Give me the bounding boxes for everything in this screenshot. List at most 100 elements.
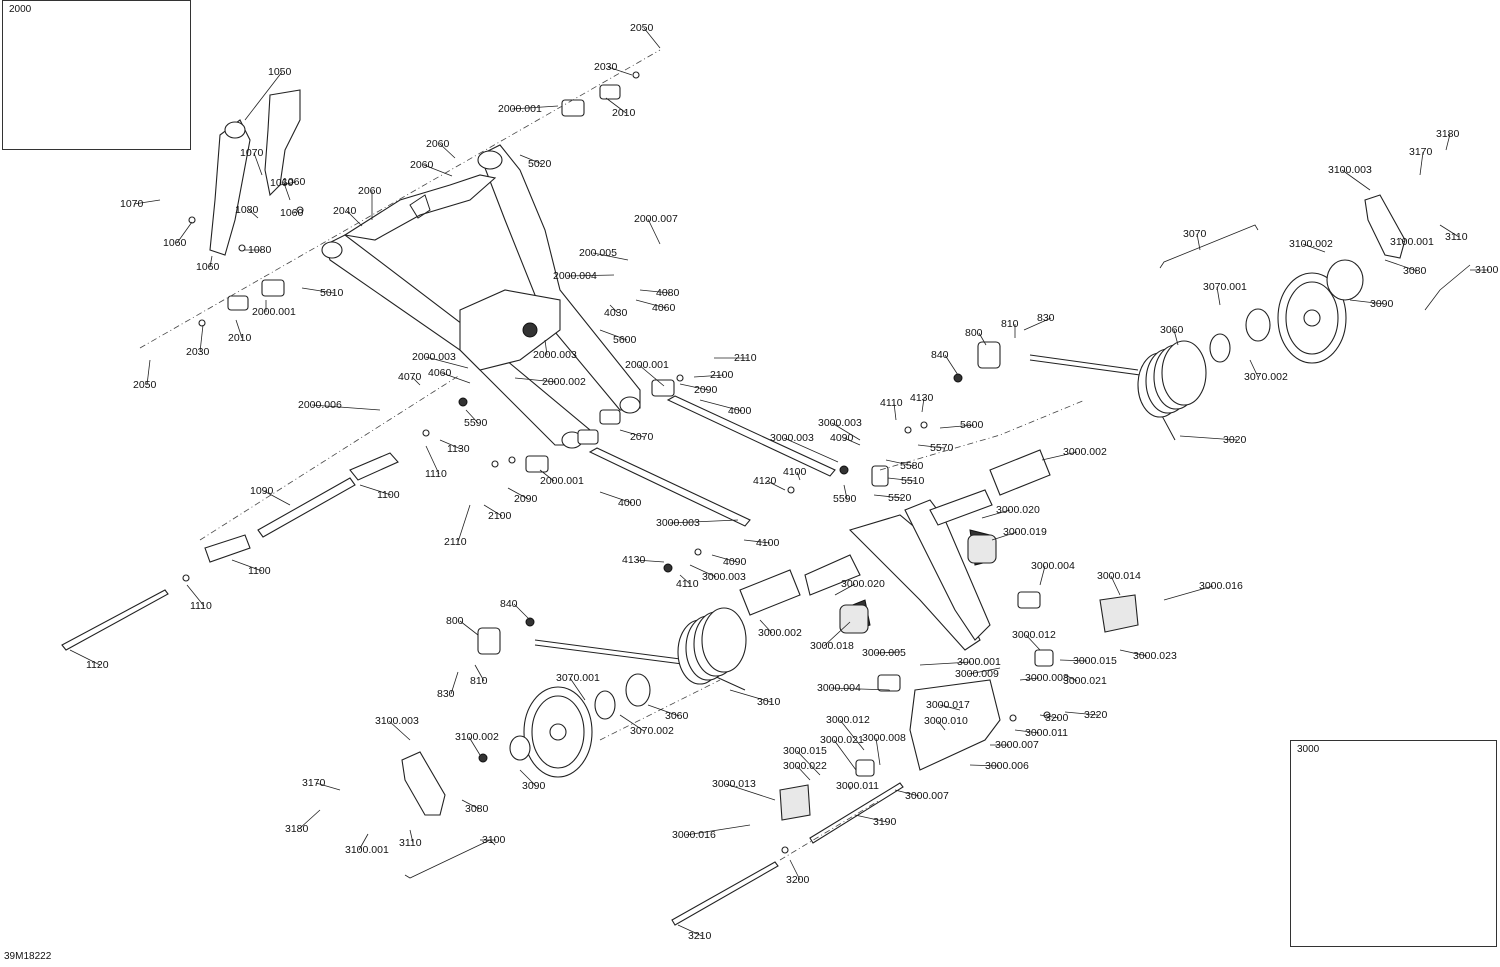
callout-text: 3000.003 [702,571,746,583]
callout-leader [937,720,946,731]
callout-leader [1059,659,1088,662]
callout-2090: 2090 [507,487,538,505]
callout-2000-007: 2000.007 [634,213,678,245]
callout-3190: 3190 [854,814,897,828]
callout-text: 3190 [873,816,897,828]
callout-leader [544,339,548,356]
callout-4060: 4060 [428,367,471,384]
callout-2110: 2110 [714,352,757,364]
callout-leader [263,490,291,506]
inset-label-3000: 3000 [1297,744,1320,755]
callout-leader [1019,677,1040,681]
callout-leader [711,554,738,563]
callout-leader [843,484,848,500]
callout-leader [796,765,811,781]
callout-3100-001: 3100.001 [345,833,389,856]
callout-leader [1179,435,1238,441]
callout-text: 3220 [1084,709,1108,721]
callout-leader [831,422,861,441]
callout-text: 3000.004 [1031,560,1075,572]
callout-text: 3000.008 [1025,672,1069,684]
callout-1090: 1090 [250,485,291,506]
callout-5600: 5600 [599,329,637,346]
callout-3100: 3100 [1470,264,1499,276]
callout-leader [1196,233,1201,251]
callout-leader [635,299,667,309]
callout-text: 1080 [248,244,272,256]
callout-810: 810 [1001,318,1019,338]
callout-text: 2000.001 [252,306,296,318]
callout-text: 5020 [528,158,552,170]
callout-text: 3000.009 [955,668,999,680]
callout-3000-015: 3000.015 [783,745,827,776]
callout-1110: 1110 [186,584,212,612]
callout-text: 3000.003 [656,517,700,529]
callout-leader [301,287,335,294]
inset-frame-2000: 2000 [2,0,191,150]
callout-text: 3000.005 [862,647,906,659]
callout-leader [592,252,629,261]
callout-leader [1173,329,1179,346]
callout-text: 4090 [830,432,854,444]
callout-leader [839,719,865,751]
callout-leader [411,376,421,386]
callout-text: 2110 [734,352,757,364]
callout-leader [69,649,101,666]
callout-leader [146,359,151,386]
callout-text: 3000.015 [783,745,827,757]
callout-leader [939,704,961,711]
callout-text: 1050 [268,66,292,78]
callout-leader [607,66,633,76]
callout-2030: 2030 [186,324,210,358]
callout-text: 2100 [710,369,734,381]
callout-leader [1119,649,1148,657]
callout-4090: 4090 [711,554,747,568]
callout-leader [539,469,555,482]
callout-2070: 2070 [619,429,654,443]
callout-leader [1302,243,1326,253]
callout-3000-020: 3000.020 [834,578,885,596]
callout-leader [358,833,369,851]
callout-text: 3000.010 [924,715,968,727]
callout-text: 5590 [464,417,488,429]
callout-leader [944,354,959,376]
callout-1070: 1070 [120,198,161,210]
callout-3070-001: 3070.001 [556,672,600,701]
rods-4000 [588,395,836,527]
callout-leader [209,255,213,268]
callout-4100: 4100 [743,537,780,549]
callout-text: 1060 [282,176,306,188]
callout-leader [643,27,661,49]
callout-leader [635,559,665,563]
callout-3000-007: 3000.007 [894,789,949,802]
callout-text: 3210 [688,930,712,942]
callout-leader [919,661,972,666]
callout-2100: 2100 [483,504,512,522]
callout-text: 3180 [1436,128,1460,140]
callout-text: 2030 [186,346,210,358]
callout-3170: 3170 [1409,146,1433,176]
callout-3080: 3080 [1384,259,1427,277]
callout-text: 840 [931,349,949,361]
callout-text: 830 [1037,312,1055,324]
callout-3000-018: 3000.018 [810,621,854,652]
callout-leader [968,667,1001,675]
callout-text: 4110 [880,397,903,409]
callout-1100: 1100 [359,484,400,501]
callout-text: 3000.003 [770,432,814,444]
callout-text: 800 [965,327,983,339]
callout-text: 3100.001 [345,844,389,856]
callout-text: 2000.001 [540,475,584,487]
callout-leader [679,383,709,391]
callout-text: 1100 [248,565,271,577]
callout-leader [1399,237,1405,243]
callout-text: 3000.023 [1133,650,1177,662]
callout-2000-001: 2000.001 [498,103,559,115]
callout-leader [1249,359,1259,378]
callout-leader [978,332,987,346]
callout-text: 4110 [676,578,699,590]
shafts [61,452,904,926]
callout-4000: 4000 [599,491,642,509]
callout-text: 1100 [377,489,400,501]
callout-2090: 2090 [679,383,718,396]
